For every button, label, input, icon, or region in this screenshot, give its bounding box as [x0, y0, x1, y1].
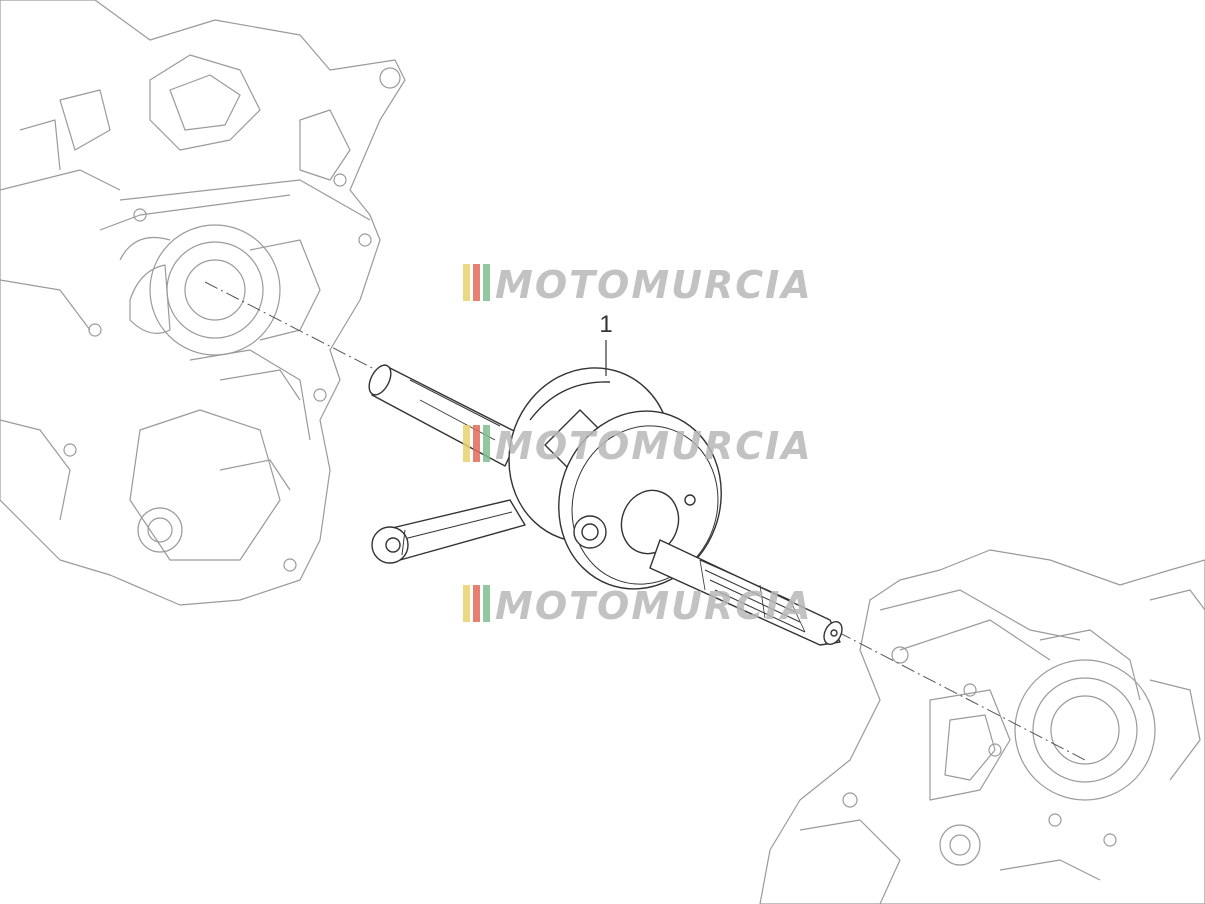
right-crankcase — [759, 549, 1205, 904]
crankshaft-assembly — [368, 364, 843, 646]
watermark-logo: MOTOMURCIA — [463, 424, 813, 468]
watermark-logo: MOTOMURCIA — [463, 584, 813, 628]
watermark-text: MOTOMURCIA — [495, 263, 813, 307]
watermark-logo: MOTOMURCIA — [463, 263, 813, 307]
left-crankcase — [0, 0, 406, 606]
watermark-stripe — [473, 264, 480, 301]
watermark-stripe — [483, 425, 490, 462]
watermark-stripe — [463, 585, 470, 622]
connecting-rod — [371, 499, 526, 564]
callout-number: 1 — [599, 311, 612, 338]
watermark-stripe — [483, 264, 490, 301]
watermark-text: MOTOMURCIA — [495, 584, 813, 628]
watermark-stripe — [483, 585, 490, 622]
watermark-stripe — [473, 585, 480, 622]
watermark-stripe — [463, 264, 470, 301]
watermark-text: MOTOMURCIA — [495, 424, 813, 468]
crank-flywheel-front — [558, 410, 722, 590]
watermark-stripe — [473, 425, 480, 462]
crank-axis-line — [204, 281, 1086, 761]
callout-part-1: 1 — [599, 311, 613, 376]
watermark-stripe — [463, 425, 470, 462]
crankshaft-right-splined-shaft — [649, 539, 843, 646]
